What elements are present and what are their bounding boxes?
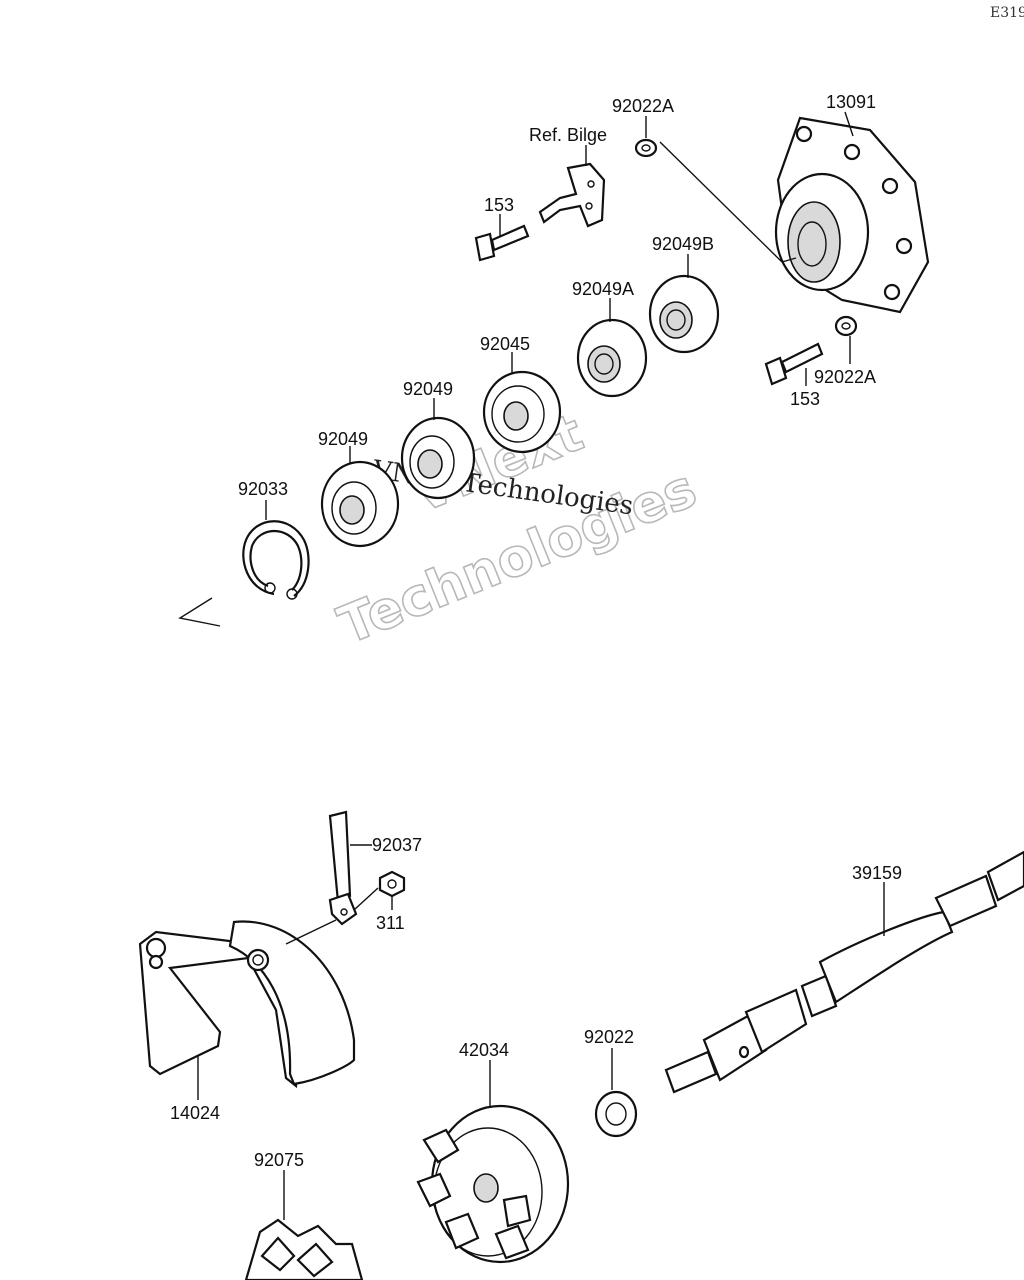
label-39159: 39159 (852, 863, 902, 883)
drive-shaft-39159 (664, 850, 1024, 1094)
bolt-153-right (764, 342, 824, 386)
label-311: 311 (376, 913, 405, 933)
bearing-92045 (482, 370, 562, 454)
strap-92037 (328, 810, 358, 926)
label-92022A-top: 92022A (612, 96, 674, 116)
washer-92022 (594, 1090, 638, 1138)
label-92037: 92037 (372, 835, 422, 855)
washer-92022A-top (634, 138, 658, 158)
damper-92075 (244, 1218, 364, 1280)
label-ref-bilge: Ref. Bilge (529, 125, 607, 145)
nut-311 (378, 870, 406, 898)
washer-92022A-right (834, 315, 858, 337)
label-92049A: 92049A (572, 279, 634, 299)
label-92045: 92045 (480, 334, 530, 354)
label-92033: 92033 (238, 479, 288, 499)
seal-92049-lower (320, 460, 400, 548)
bearing-housing-13091 (774, 116, 930, 314)
coupler-42034 (416, 1104, 570, 1264)
label-92022A-right: 92022A (814, 367, 876, 387)
bolt-153-top (474, 224, 530, 262)
label-42034: 42034 (459, 1040, 509, 1060)
bilge-bracket (538, 162, 606, 228)
label-153-right: 153 (790, 389, 820, 409)
direction-chevron (178, 597, 221, 627)
page-code: E319 (990, 5, 1024, 21)
label-153-top: 153 (484, 195, 514, 215)
label-92049-lower: 92049 (318, 429, 368, 449)
cover-14024 (138, 920, 356, 1089)
seal-92049A (576, 318, 648, 398)
seal-92049B (648, 274, 720, 354)
label-92049B: 92049B (652, 234, 714, 254)
label-14024: 14024 (170, 1103, 220, 1123)
label-92022: 92022 (584, 1027, 634, 1047)
circlip-92033 (242, 520, 310, 600)
label-92075: 92075 (254, 1150, 304, 1170)
label-92049-upper: 92049 (403, 379, 453, 399)
label-13091: 13091 (826, 92, 876, 112)
seal-92049-upper (400, 416, 476, 500)
